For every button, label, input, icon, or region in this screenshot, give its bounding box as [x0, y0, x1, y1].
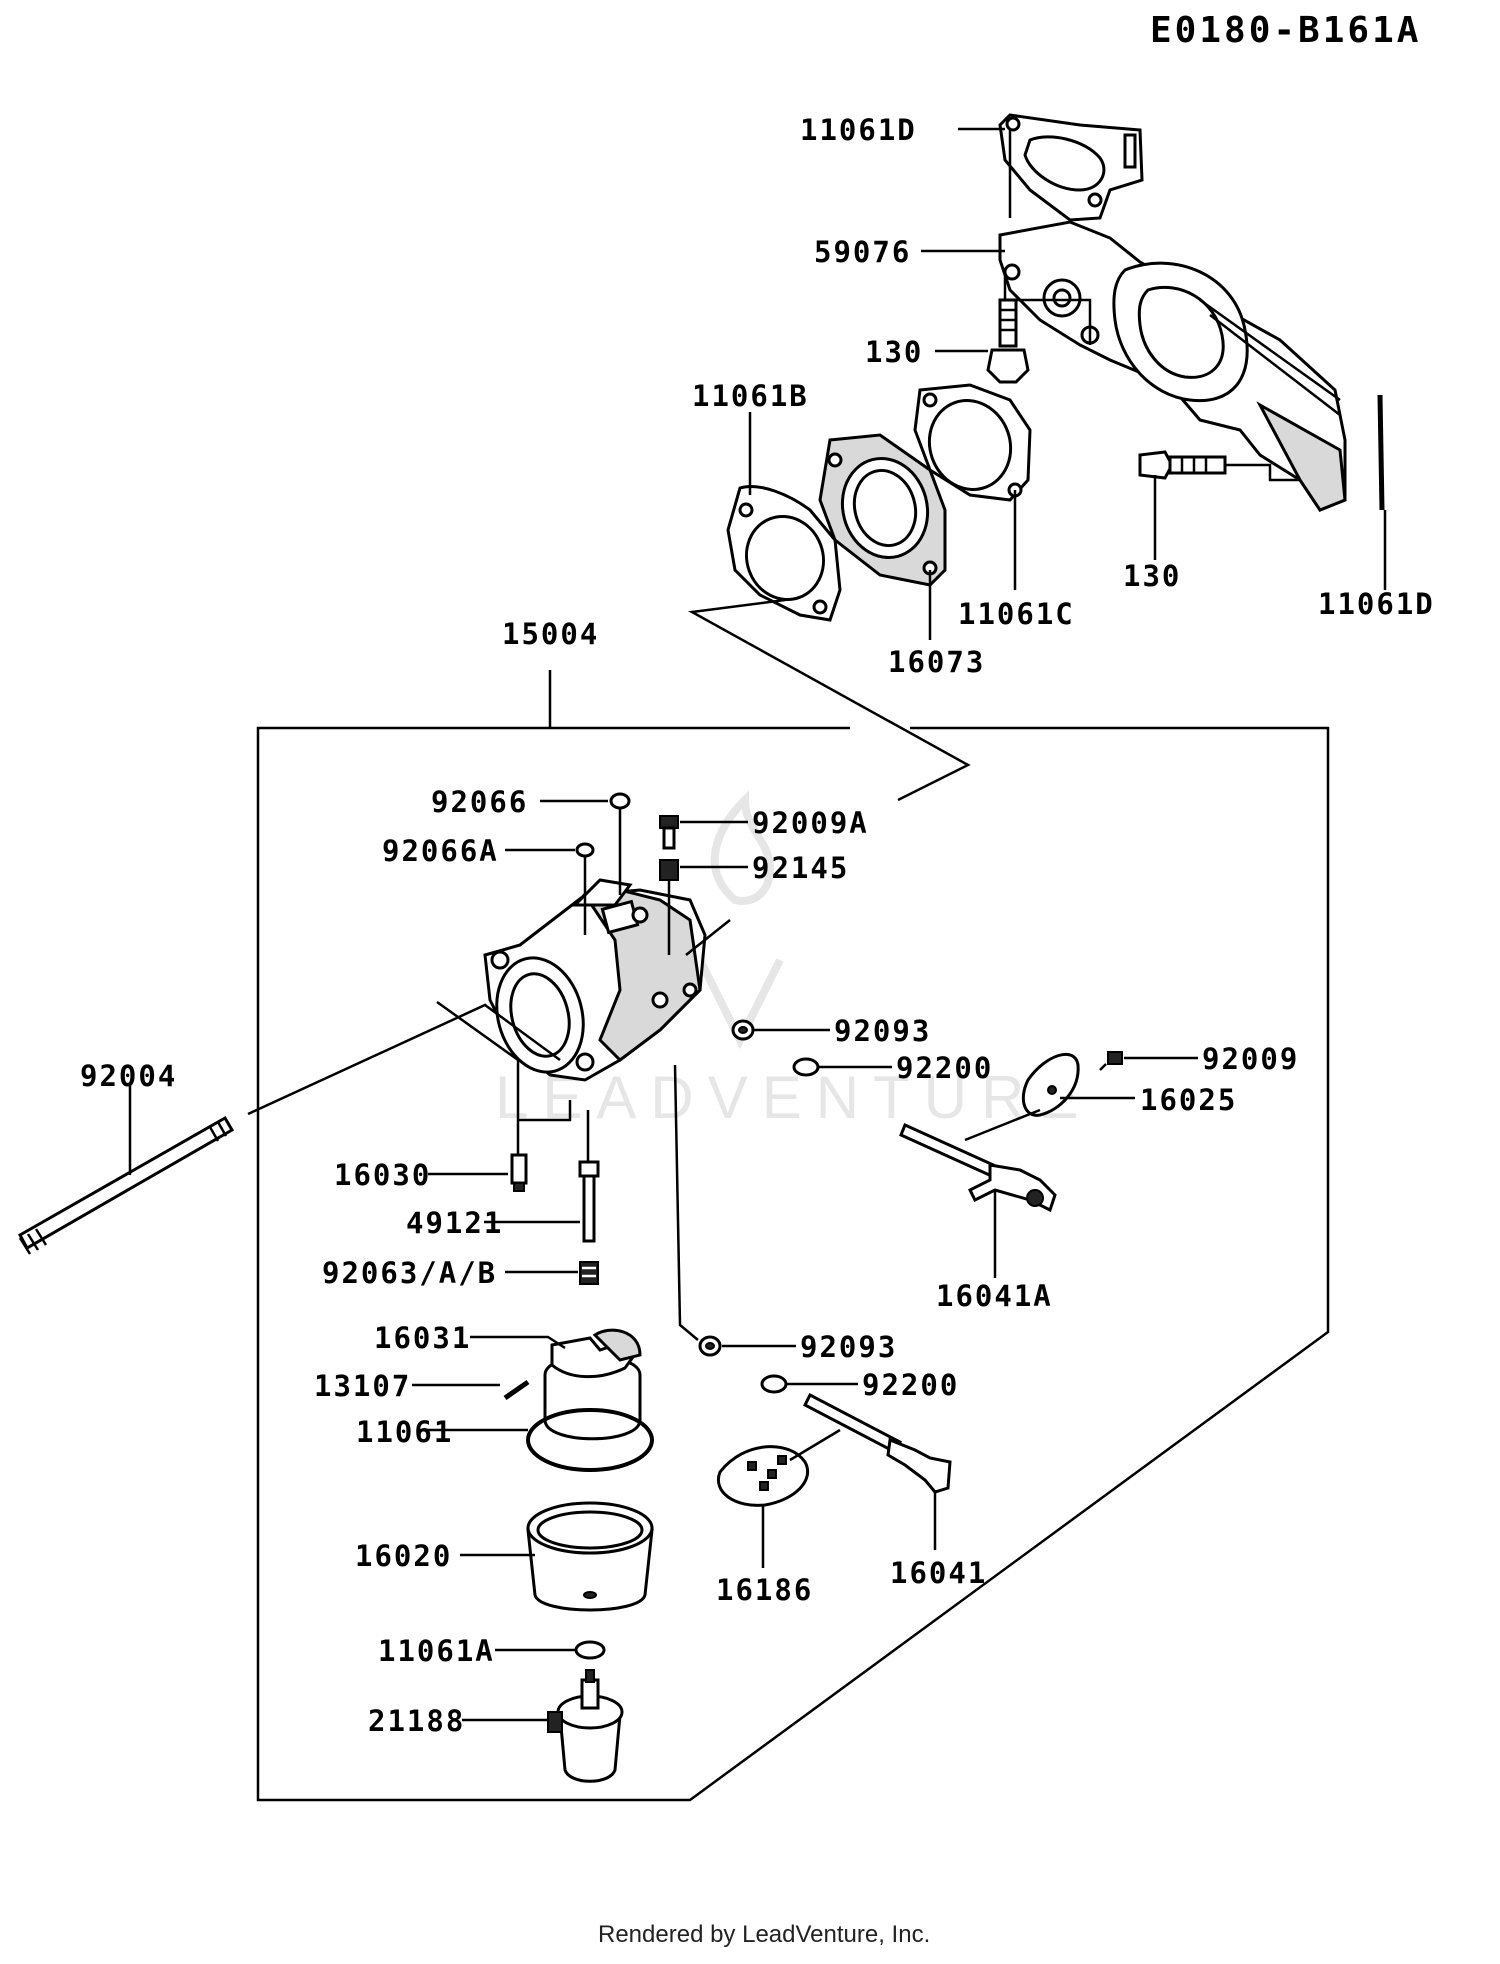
callout-16041a: 16041A: [936, 1279, 1053, 1313]
bolt-130-right: [1138, 450, 1227, 480]
callout-16041: 16041: [890, 1556, 987, 1590]
assembly-frame: [256, 670, 1330, 1802]
diagram-code: E0180-B161A: [1150, 10, 1421, 51]
float-bowl-16020: [526, 1501, 654, 1612]
gasket-11061d-top: [998, 113, 1144, 222]
callout-92093-lower: 92093: [800, 1330, 897, 1364]
callout-13107: 13107: [314, 1369, 411, 1403]
callout-92063-a-b: 92063/A/B: [322, 1256, 497, 1290]
callout-labels: 11061D 59076 130 11061B 130 11061D 11061…: [80, 113, 1435, 1738]
bolt-130-upper: [986, 298, 1030, 384]
callout-130-right: 130: [1123, 559, 1181, 593]
callout-16030: 16030: [334, 1158, 431, 1192]
callout-16186: 16186: [716, 1573, 813, 1607]
jet-16030: [510, 1153, 528, 1192]
choke-plate-16025: [1021, 1052, 1080, 1117]
callout-11061d-top: 11061D: [800, 113, 917, 147]
callout-92200-lower: 92200: [862, 1368, 959, 1402]
choke-shaft-16041a: [899, 1122, 1057, 1213]
screw-92009a: [659, 815, 679, 850]
o-ring-92066: [609, 792, 631, 810]
throttle-plate-16186: [716, 1445, 809, 1507]
callout-16025: 16025: [1140, 1083, 1237, 1117]
callout-15004: 15004: [502, 617, 599, 651]
leader-lines: [128, 127, 1387, 1722]
manifold-59076: [998, 220, 1347, 512]
callout-92004: 92004: [80, 1059, 177, 1093]
footer-text: Rendered by LeadVenture, Inc.: [598, 1921, 930, 1948]
callout-92200-upper: 92200: [896, 1051, 993, 1085]
callout-16073: 16073: [888, 645, 985, 679]
washer-92200-lower: [760, 1374, 788, 1394]
callout-11061d-right: 11061D: [1318, 587, 1435, 621]
callout-49121: 49121: [406, 1206, 503, 1240]
callout-92066a: 92066A: [382, 834, 499, 868]
callout-11061c: 11061C: [958, 597, 1075, 631]
nozzle-49121: [578, 1160, 600, 1243]
callout-11061b: 11061B: [692, 379, 809, 413]
spring-92145: [659, 859, 679, 881]
washer-92200-upper: [792, 1057, 820, 1077]
washer-11061a: [574, 1640, 606, 1660]
callout-21188: 21188: [368, 1704, 465, 1738]
gasket-11061b: [726, 485, 842, 622]
o-ring-92066a: [575, 842, 595, 858]
seal-92093-upper: [731, 1019, 755, 1041]
callout-92009: 92009: [1202, 1042, 1299, 1076]
main-jet-92063: [579, 1261, 599, 1285]
callout-16020: 16020: [355, 1539, 452, 1573]
float-16031: [543, 1328, 642, 1441]
callout-92145: 92145: [752, 851, 849, 885]
stud-92004: [17, 1115, 235, 1255]
callout-92009a: 92009A: [752, 806, 869, 840]
callout-92066: 92066: [431, 785, 528, 819]
callout-130-upper: 130: [865, 335, 923, 369]
callout-11061a: 11061A: [378, 1634, 495, 1668]
callout-92093-upper: 92093: [834, 1014, 931, 1048]
carburetor-body: [483, 878, 707, 1082]
pin-13107: [503, 1379, 530, 1401]
gasket-11061c: [913, 383, 1032, 502]
callout-59076: 59076: [814, 235, 911, 269]
callout-11061: 11061: [356, 1415, 453, 1449]
spacer-16073: [818, 433, 947, 587]
screw-92009: [1099, 1051, 1123, 1071]
throttle-shaft-16041: [802, 1392, 952, 1494]
seal-92093-lower: [698, 1335, 722, 1357]
solenoid-21188: [547, 1669, 624, 1783]
callout-16031: 16031: [374, 1321, 471, 1355]
gasket-ring-11061: [526, 1408, 654, 1472]
gasket-11061d-right: [1377, 394, 1385, 511]
